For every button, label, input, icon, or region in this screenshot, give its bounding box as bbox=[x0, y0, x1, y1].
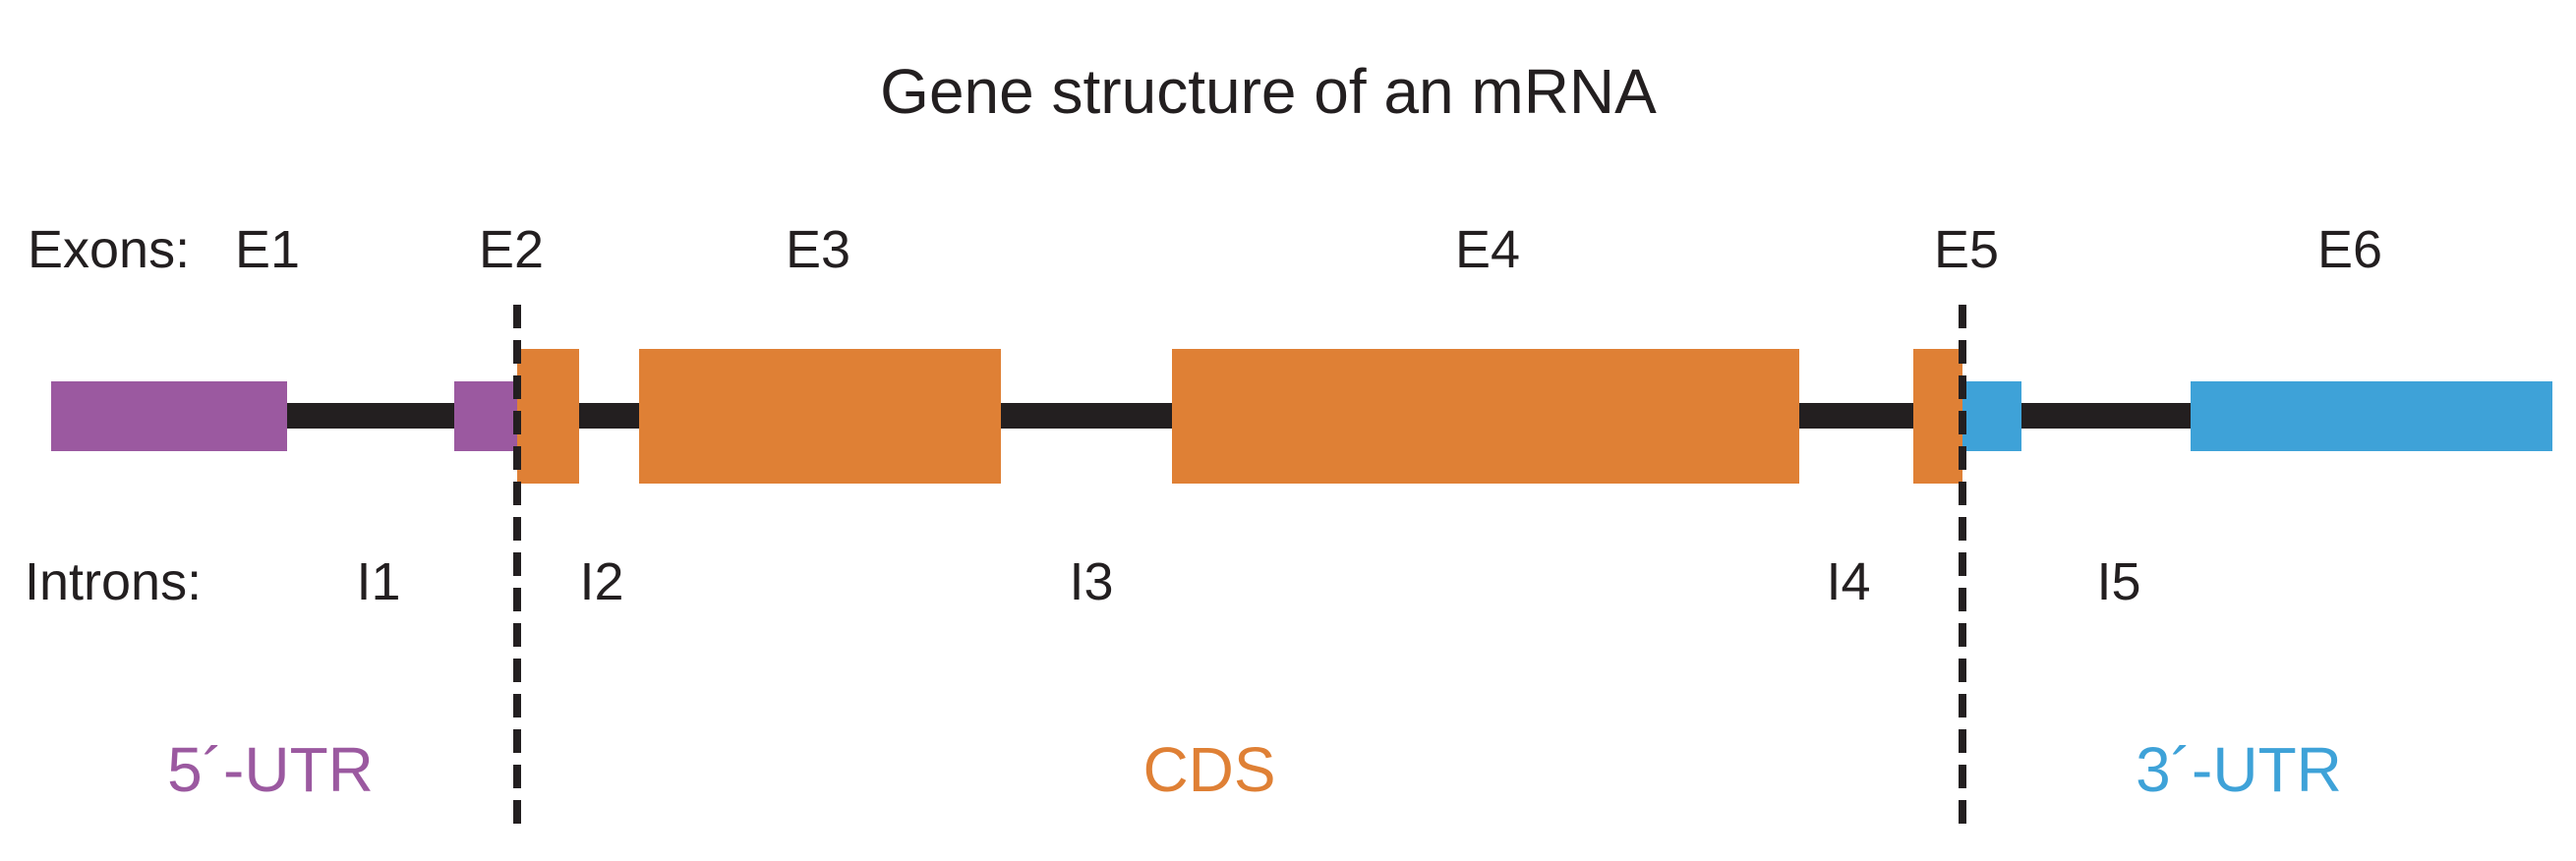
region-label-utr5: 5´-UTR bbox=[167, 734, 374, 805]
exon-e2-cds-part bbox=[517, 349, 579, 484]
intron-label-i4: I4 bbox=[1826, 552, 1870, 611]
exon-e4-cds bbox=[1172, 349, 1799, 484]
exons-row-label: Exons: bbox=[28, 220, 190, 279]
exon-e1-utr5 bbox=[51, 381, 287, 451]
intron-label-i1: I1 bbox=[356, 552, 400, 611]
exon-label-e1: E1 bbox=[235, 220, 300, 279]
exon-e5-utr3-part bbox=[1962, 381, 2021, 451]
exon-label-e6: E6 bbox=[2317, 220, 2382, 279]
intron-label-i3: I3 bbox=[1069, 552, 1113, 611]
exon-label-e3: E3 bbox=[786, 220, 850, 279]
exon-e3-cds bbox=[639, 349, 1001, 484]
region-label-cds: CDS bbox=[1142, 734, 1275, 805]
intron-label-i5: I5 bbox=[2096, 552, 2140, 611]
intron-label-i2: I2 bbox=[579, 552, 623, 611]
region-label-utr3: 3´-UTR bbox=[2136, 734, 2342, 805]
exon-label-e4: E4 bbox=[1455, 220, 1520, 279]
introns-row-label: Introns: bbox=[25, 552, 202, 611]
exon-label-e5: E5 bbox=[1934, 220, 1999, 279]
exon-label-e2: E2 bbox=[479, 220, 544, 279]
exon-e2-utr5-part bbox=[454, 381, 517, 451]
exon-e5-cds-part bbox=[1913, 349, 1962, 484]
diagram-title: Gene structure of an mRNA bbox=[880, 56, 1657, 127]
exon-e6-utr3 bbox=[2191, 381, 2552, 451]
